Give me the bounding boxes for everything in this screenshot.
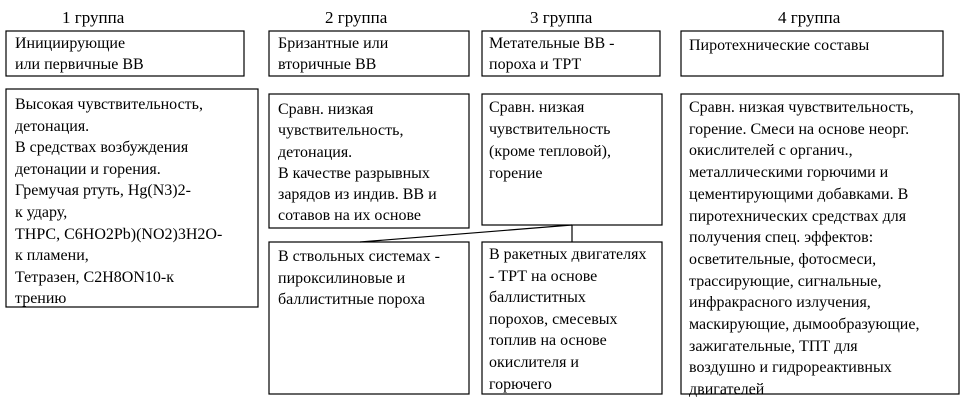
group-2-properties-box bbox=[268, 93, 470, 229]
group-4-header: 4 группа bbox=[778, 8, 841, 27]
group-3-properties: Сравн. низкая чувствительность (кроме те… bbox=[489, 99, 611, 182]
group-4-properties-box bbox=[680, 93, 960, 395]
group-1-title: Инициирующие или первичные ВВ bbox=[15, 35, 144, 73]
group-2-title-box bbox=[268, 30, 470, 77]
group-4-title-box bbox=[680, 30, 944, 77]
group-3-header: 3 группа bbox=[530, 8, 593, 27]
subgroup-1-text: В ствольных системах - пироксилиновые и … bbox=[278, 248, 440, 308]
group-3-title-box bbox=[481, 30, 661, 77]
group-2-properties: Сравн. низкая чувствительность, детонаци… bbox=[278, 101, 437, 225]
group-1-header: 1 группа bbox=[62, 8, 125, 27]
group-4-properties: Сравн. низкая чувствительность, горение.… bbox=[689, 99, 920, 399]
connector-line-left bbox=[359, 224, 573, 243]
subgroup-1-box bbox=[268, 241, 470, 395]
group-1-properties: Высокая чувствительность, детонация. В с… bbox=[15, 96, 223, 308]
group-1-title-box bbox=[5, 30, 245, 77]
group-3-title: Метательные ВВ - пороха и ТРТ bbox=[489, 35, 615, 73]
group-2-title: Бризантные или вторичные ВВ bbox=[278, 35, 389, 73]
group-2-header: 2 группа bbox=[325, 8, 388, 27]
subgroup-2-text: В ракетных двигателях - ТРТ на основе ба… bbox=[489, 246, 647, 393]
group-4-title: Пиротехнические составы bbox=[689, 37, 870, 54]
group-1-properties-box bbox=[5, 88, 259, 308]
